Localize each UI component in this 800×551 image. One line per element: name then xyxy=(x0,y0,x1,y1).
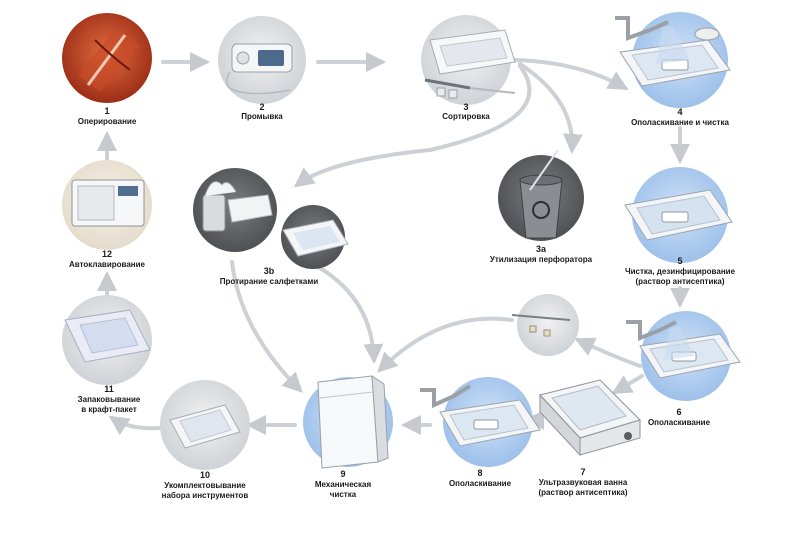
step-3a-label: Утилизация перфоратора xyxy=(489,255,593,264)
flow-arrows xyxy=(97,52,690,436)
arrow-3b-to-9 xyxy=(318,266,384,364)
step-3b-label: Протирание салфетками xyxy=(219,277,319,286)
step-10-image xyxy=(160,380,250,470)
step-5-label: Чистка, дезинфицирование xyxy=(624,267,736,276)
step-3b-number: 3b xyxy=(263,266,275,276)
step-4-label: Ополаскивание и чистка xyxy=(631,118,729,127)
step-12-label: Автоклавирование xyxy=(69,260,145,269)
step-1-label: Оперирование xyxy=(77,117,137,126)
step-8-number: 8 xyxy=(477,468,483,478)
step-1-image xyxy=(62,13,152,103)
step-3a-number: 3a xyxy=(535,244,546,254)
step-3-number: 3 xyxy=(463,102,469,112)
step-6-number: 6 xyxy=(676,407,682,417)
step-11-label: Запаковывание xyxy=(77,395,141,404)
arrow-3-to-3a xyxy=(518,62,583,154)
step-5-number: 5 xyxy=(677,256,683,266)
step-2-image xyxy=(218,16,306,104)
step-5-sublabel: (раствор антисептика) xyxy=(635,277,725,286)
arrow-6-to-7 xyxy=(611,374,644,395)
step-3-image xyxy=(421,15,516,105)
arrow-3-to-4 xyxy=(513,58,629,91)
step-7-image xyxy=(539,379,641,457)
arrow-6-to-aside xyxy=(574,337,642,368)
step-9-label: Механическая xyxy=(314,480,372,489)
step-3b-image xyxy=(193,168,349,269)
step-9-number: 9 xyxy=(340,469,346,479)
step-7-number: 7 xyxy=(580,467,586,477)
step-11-number: 11 xyxy=(104,384,114,394)
step-9-sublabel: чистка xyxy=(329,490,357,499)
arrow-10-to-11 xyxy=(108,415,162,436)
arrow-aside-to-9 xyxy=(377,316,514,373)
step-4-number: 4 xyxy=(677,107,683,117)
step-10-number: 10 xyxy=(199,470,210,480)
aside-instruments-image xyxy=(511,294,579,356)
step-2-number: 2 xyxy=(259,102,265,112)
step-3a-image xyxy=(498,149,584,241)
step-4-image xyxy=(615,12,731,108)
step-3-label: Сортировка xyxy=(442,112,490,121)
step-10-sublabel: набора инструментов xyxy=(161,491,249,500)
step-10-label: Укомплектовывание xyxy=(164,481,246,490)
step-6-image xyxy=(626,311,741,401)
step-8-image xyxy=(420,377,541,467)
step-1-number: 1 xyxy=(104,106,110,116)
step-9-image xyxy=(303,375,393,469)
step-2-label: Промывка xyxy=(241,112,283,121)
step-11-image xyxy=(62,295,152,385)
step-5-image xyxy=(624,167,733,263)
step-7-label: Ультразвуковая ванна xyxy=(538,478,628,487)
step-12-number: 12 xyxy=(101,249,112,259)
step-6-label: Ополаскивание xyxy=(647,418,711,427)
step-11-sublabel: в крафт-пакет xyxy=(81,405,137,414)
step-8-label: Ополаскивание xyxy=(448,479,512,488)
step-7-sublabel: (раствор антисептика) xyxy=(538,488,628,497)
arrow-3-to-3b xyxy=(293,64,532,188)
step-12-image xyxy=(62,160,152,250)
arrow-3b-to-10 xyxy=(230,260,303,393)
